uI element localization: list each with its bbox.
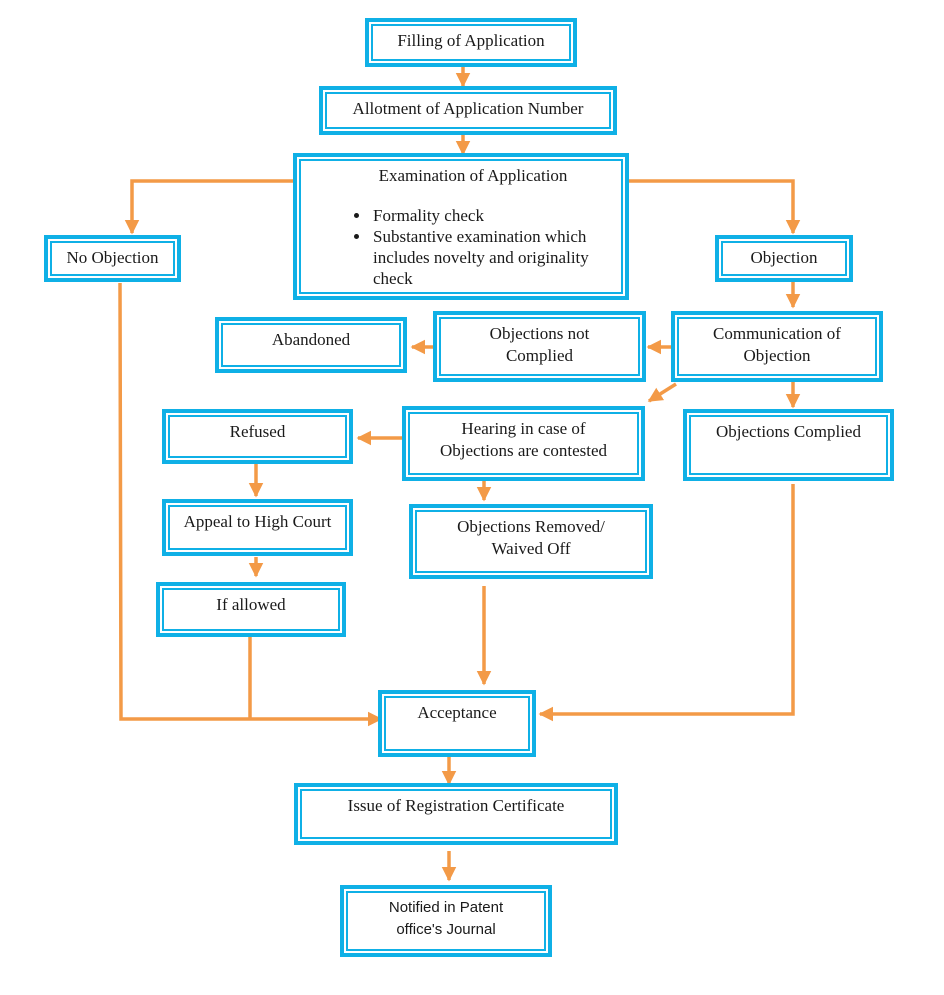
examination-checklist: Formality check Substantive examination … (341, 205, 605, 289)
node-label-line-1: Objections Removed/ (457, 517, 605, 536)
node-label: If allowed (216, 595, 286, 614)
node-allotment-of-application-number: Allotment of Application Number (319, 86, 617, 135)
node-filing-of-application: Filling of Application (365, 18, 577, 67)
arrow-exam-to-no-objection (124, 179, 297, 235)
arrow-complied-to-acceptance (538, 484, 795, 722)
node-communication-of-objection: Communication of Objection (671, 311, 883, 382)
node-label: Issue of Registration Certificate (347, 796, 565, 815)
node-label-line-2: Complied (505, 346, 574, 365)
node-label-line-1: Notified in Patent (388, 899, 504, 916)
node-label-line-2: Objection (743, 346, 811, 365)
node-label: Objection (750, 248, 818, 267)
node-label: Objections Complied (716, 422, 861, 441)
node-label: Acceptance (417, 703, 497, 722)
arrow-exam-to-objection (627, 179, 801, 235)
node-label: Refused (229, 422, 286, 441)
node-label: Filling of Application (397, 31, 545, 50)
line-no-objection-to-acceptance (118, 282, 383, 727)
node-label: Abandoned (271, 330, 351, 349)
node-title: Examination of Application (378, 166, 568, 185)
node-issue-of-registration-certificate: Issue of Registration Certificate (294, 783, 618, 845)
node-appeal-to-high-court: Appeal to High Court (162, 499, 353, 556)
node-no-objection: No Objection (44, 235, 181, 282)
node-label: Appeal to High Court (183, 512, 332, 531)
list-item: Formality check (371, 205, 605, 226)
node-objections-removed: Objections Removed/ Waived Off (409, 504, 653, 579)
arrow-communication-to-hearing (647, 382, 677, 403)
node-examination-of-application: Examination of Application Formality che… (293, 153, 629, 300)
node-label-line-1: Objections not (489, 324, 590, 343)
node-acceptance: Acceptance (378, 690, 536, 757)
node-label: No Objection (66, 248, 159, 267)
node-refused: Refused (162, 409, 353, 464)
node-objections-not-complied: Objections not Complied (433, 311, 646, 382)
node-label-line-2: office's Journal (396, 921, 496, 938)
node-label-line-2: Objections are contested (439, 441, 608, 460)
node-label: Allotment of Application Number (352, 99, 584, 118)
node-if-allowed: If allowed (156, 582, 346, 637)
node-hearing: Hearing in case of Objections are contes… (402, 406, 645, 481)
node-objection: Objection (715, 235, 853, 282)
node-label-line-1: Hearing in case of (461, 419, 586, 438)
node-label-line-2: Waived Off (491, 539, 571, 558)
node-notified-in-journal: Notified in Patent office's Journal (340, 885, 552, 957)
list-item: Substantive examination which includes n… (371, 226, 605, 289)
node-label-line-1: Communication of (713, 324, 841, 343)
node-objections-complied: Objections Complied (683, 409, 894, 481)
node-abandoned: Abandoned (215, 317, 407, 373)
